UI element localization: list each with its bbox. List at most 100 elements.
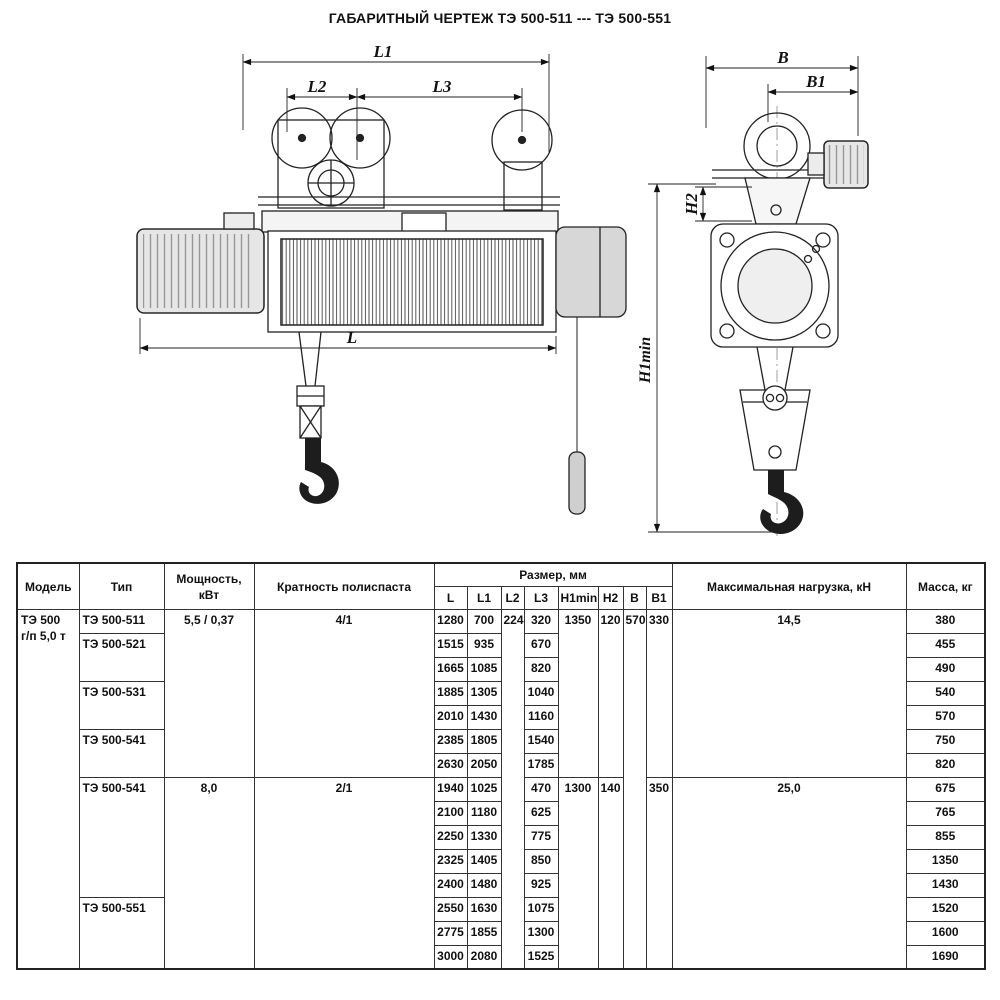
size-cell: 1515 <box>433 632 468 658</box>
size-cell: 2080 <box>466 944 502 970</box>
size-cell: 1525 <box>523 944 559 970</box>
header-col-l1: L1 <box>466 585 502 610</box>
mass-cell: 1690 <box>905 944 986 970</box>
size-cell: 1305 <box>466 680 502 706</box>
header-model: Модель <box>16 562 80 610</box>
header-col-l3: L3 <box>523 585 559 610</box>
type-cell: ТЭ 500-511 <box>78 608 165 634</box>
type-cell: ТЭ 500-551 <box>78 896 165 970</box>
size-cell: 1300 <box>557 776 599 970</box>
front-dimensions <box>139 54 557 354</box>
front-view <box>136 107 627 515</box>
control-pendant <box>568 317 586 515</box>
mass-cell: 750 <box>905 728 986 754</box>
size-cell: 700 <box>466 608 502 634</box>
power-cell: 8,0 <box>163 776 255 970</box>
mass-cell: 570 <box>905 704 986 730</box>
header-row-2: L L1 L2 L3 H1min H2 B B1 <box>17 585 985 610</box>
header-size: Размер, мм <box>433 562 673 587</box>
header-col-h1min: H1min <box>557 585 599 610</box>
mass-cell: 820 <box>905 752 986 778</box>
size-cell: 570 <box>622 608 647 970</box>
header-col-h2: H2 <box>597 585 624 610</box>
mass-cell: 765 <box>905 800 986 826</box>
size-cell: 1075 <box>523 896 559 922</box>
size-cell: 1025 <box>466 776 502 802</box>
page-title: ГАБАРИТНЫЙ ЧЕРТЕЖ ТЭ 500-511 --- ТЭ 500-… <box>328 10 672 26</box>
size-cell: 330 <box>645 608 673 778</box>
gear-housing <box>555 226 627 318</box>
max-load-cell: 25,0 <box>671 776 907 970</box>
type-cell: ТЭ 500-541 <box>78 728 165 778</box>
header-reeving: Кратность полиспаста <box>253 562 435 610</box>
size-cell: 1350 <box>557 608 599 778</box>
size-cell: 1940 <box>433 776 468 802</box>
size-cell: 2630 <box>433 752 468 778</box>
size-cell: 1630 <box>466 896 502 922</box>
size-cell: 2385 <box>433 728 468 754</box>
runway-beam <box>258 196 560 233</box>
size-cell: 140 <box>597 776 624 970</box>
size-cell: 925 <box>523 872 559 898</box>
dim-label-l3: L3 <box>432 77 452 96</box>
spec-table-wrap: Модель Тип Мощность, кВт Кратность полис… <box>16 562 987 970</box>
mass-cell: 455 <box>905 632 986 658</box>
size-cell: 775 <box>523 824 559 850</box>
dim-label-b: B <box>776 48 788 67</box>
size-cell: 935 <box>466 632 502 658</box>
dim-label-l1: L1 <box>373 42 393 61</box>
front-dim-labels: L1 L2 L3 L <box>307 42 452 347</box>
table-head: Модель Тип Мощность, кВт Кратность полис… <box>16 562 986 610</box>
size-cell: 1540 <box>523 728 559 754</box>
size-cell: 1180 <box>466 800 502 826</box>
dim-label-h1min: H1min <box>637 337 654 384</box>
size-cell: 1085 <box>466 656 502 682</box>
header-row-1: Модель Тип Мощность, кВт Кратность полис… <box>16 562 986 610</box>
size-cell: 2100 <box>433 800 468 826</box>
size-cell: 2775 <box>433 920 468 946</box>
header-type: Тип <box>78 562 165 610</box>
mass-cell: 855 <box>905 824 986 850</box>
mass-cell: 380 <box>905 608 986 634</box>
reeving-cell: 2/1 <box>253 776 435 970</box>
model-cell: ТЭ 500 г/п 5,0 т <box>16 608 80 970</box>
mass-cell: 1600 <box>905 920 986 946</box>
size-cell: 470 <box>523 776 559 802</box>
mass-cell: 490 <box>905 656 986 682</box>
size-cell: 224 <box>500 608 525 970</box>
size-cell: 2010 <box>433 704 468 730</box>
size-cell: 120 <box>597 608 624 778</box>
dim-label-l2: L2 <box>307 77 327 96</box>
size-cell: 1480 <box>466 872 502 898</box>
size-cell: 2550 <box>433 896 468 922</box>
size-cell: 2050 <box>466 752 502 778</box>
side-trolley <box>712 112 869 225</box>
size-cell: 1855 <box>466 920 502 946</box>
mass-cell: 1350 <box>905 848 986 874</box>
hoist-motor <box>136 212 265 314</box>
dim-label-l: L <box>346 328 357 347</box>
size-cell: 1300 <box>523 920 559 946</box>
max-load-cell: 14,5 <box>671 608 907 778</box>
size-cell: 1330 <box>466 824 502 850</box>
header-col-b1: B1 <box>645 585 673 610</box>
size-cell: 1665 <box>433 656 468 682</box>
side-dimensions <box>648 56 859 533</box>
size-cell: 820 <box>523 656 559 682</box>
mass-cell: 1430 <box>905 872 986 898</box>
type-cell: ТЭ 500-521 <box>78 632 165 682</box>
size-cell: 850 <box>523 848 559 874</box>
header-max-load: Максимальная нагрузка, кН <box>671 562 907 610</box>
size-cell: 670 <box>523 632 559 658</box>
dimension-drawing: L1 L2 L3 L <box>136 42 869 540</box>
header-col-l: L <box>433 585 468 610</box>
